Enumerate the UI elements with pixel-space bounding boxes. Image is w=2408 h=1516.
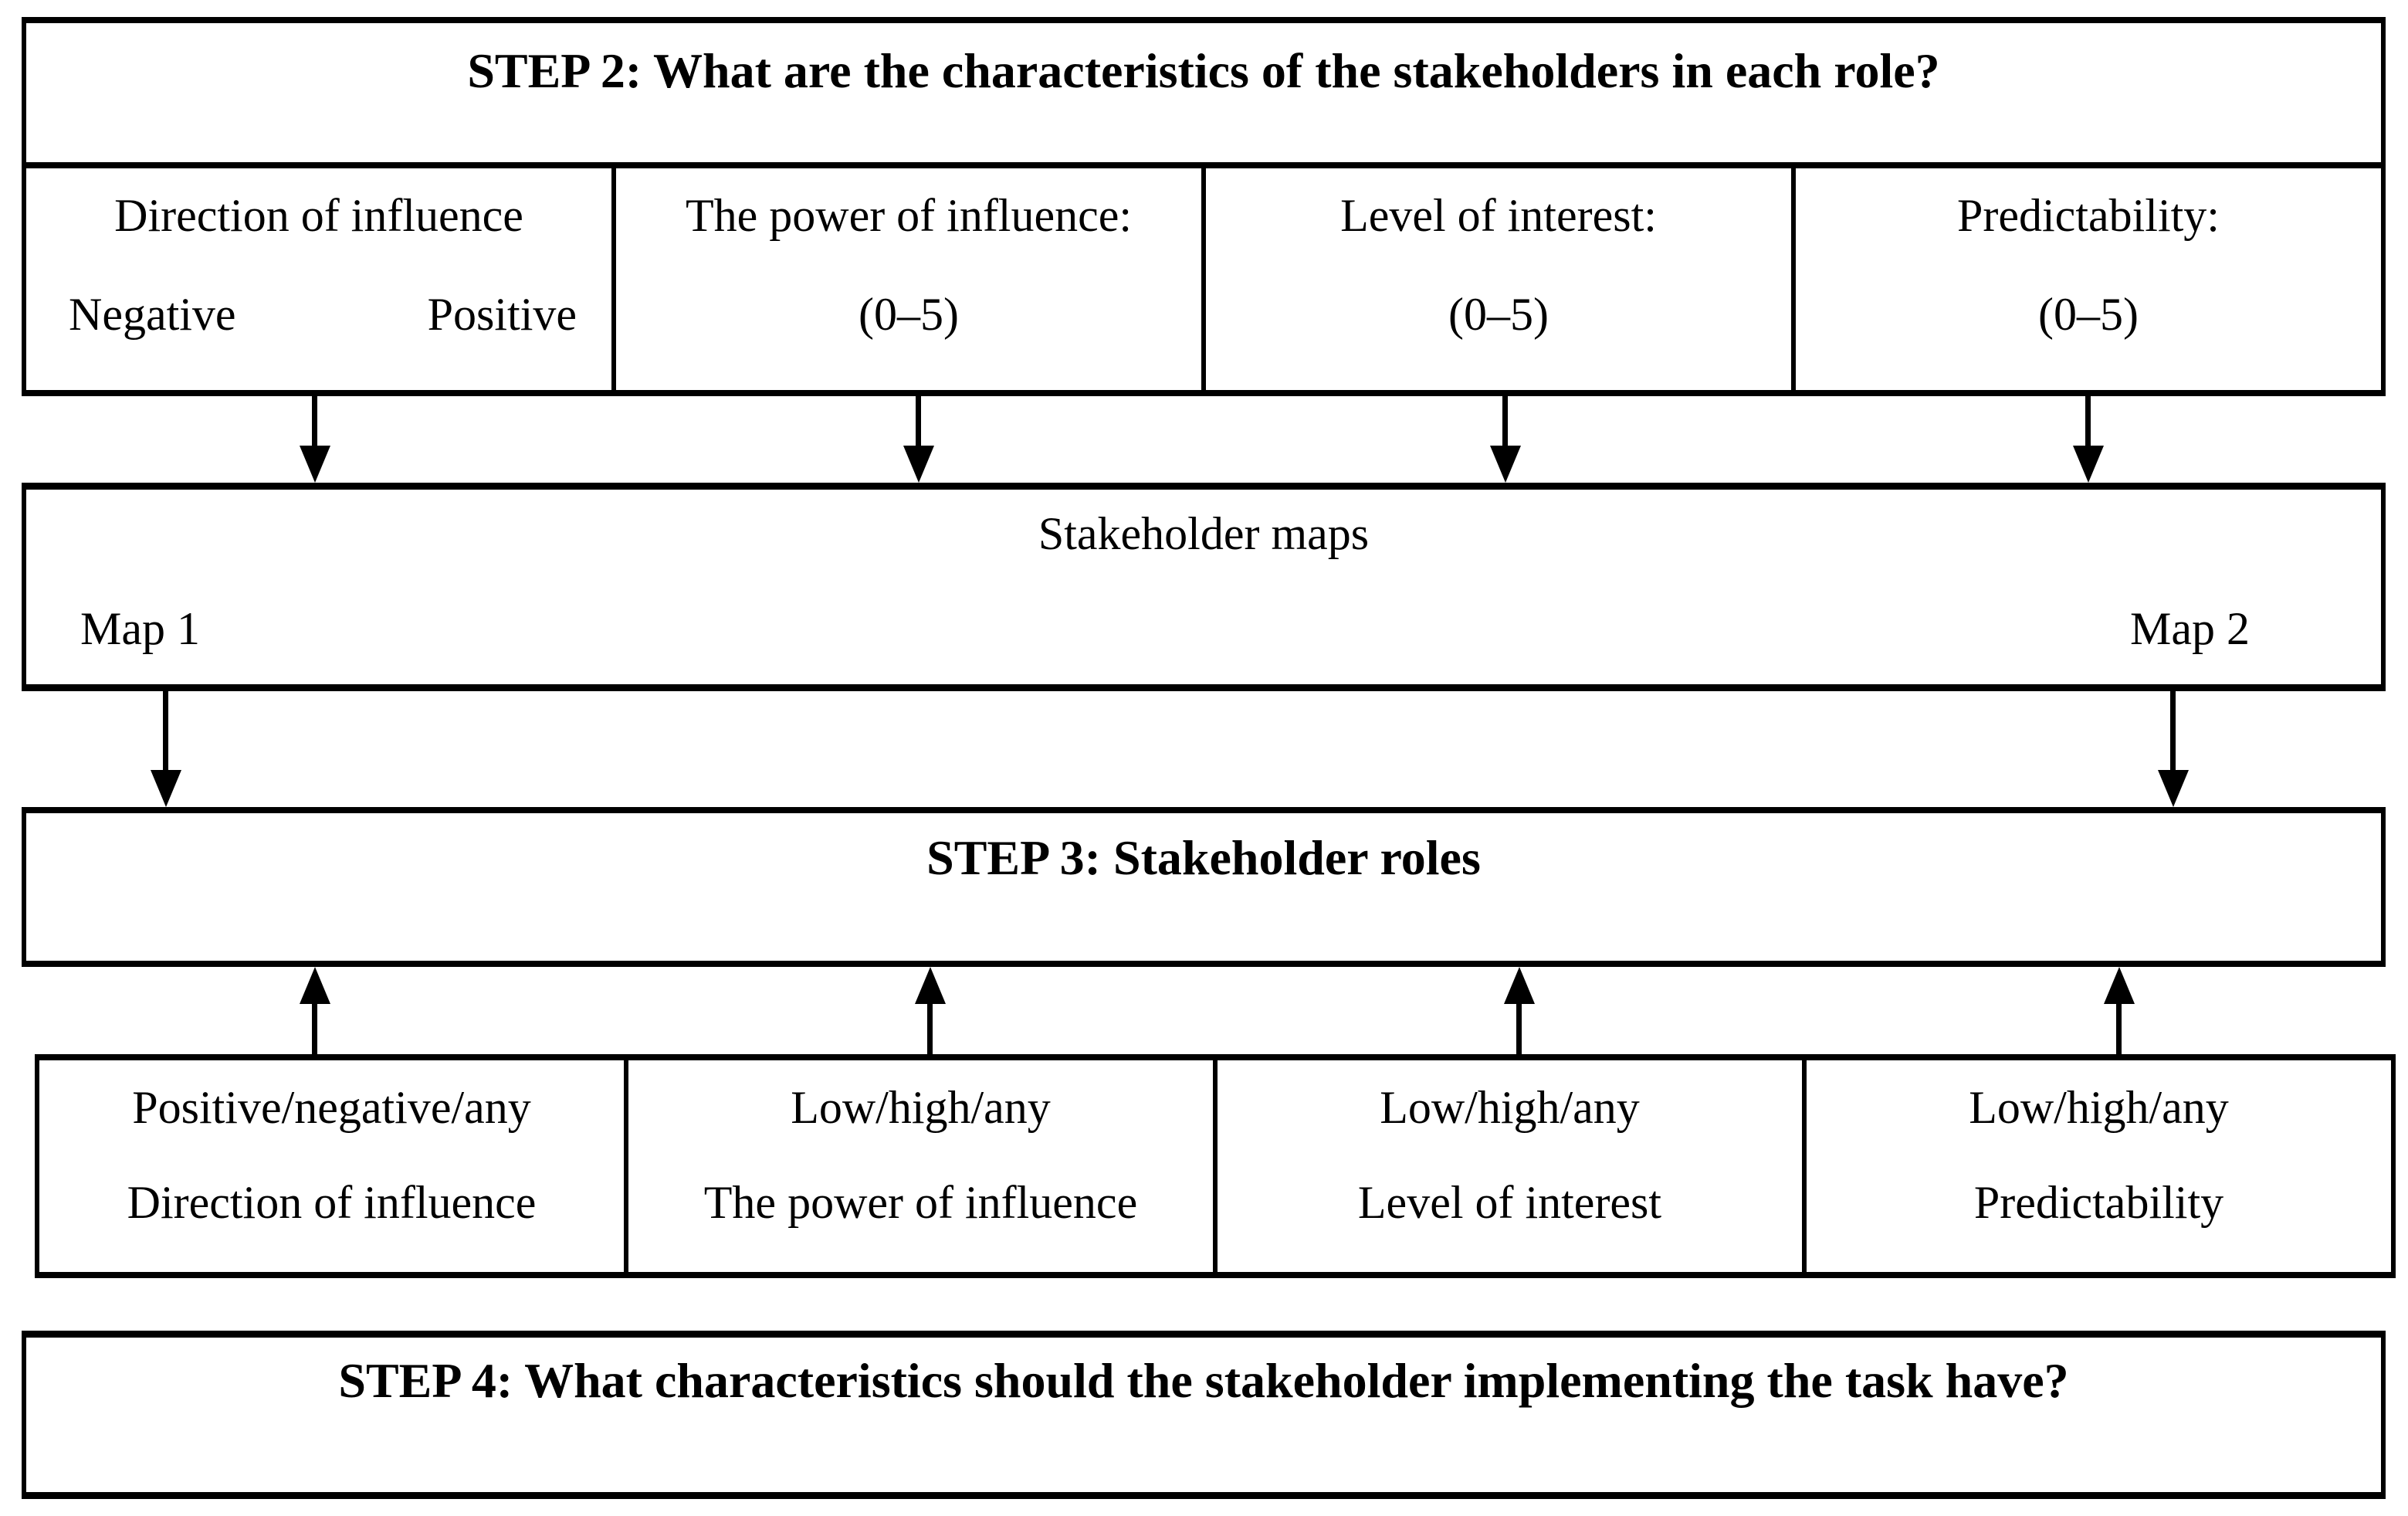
positive-label: Positive <box>427 289 577 340</box>
arrow-down-icon <box>151 691 181 807</box>
arrow-up-icon <box>300 967 330 1054</box>
characteristic-label: The power of influence: <box>685 190 1133 241</box>
criterion-attribute: Level of interest <box>1357 1177 1662 1228</box>
characteristic-label: Predictability: <box>1957 190 2220 241</box>
characteristic-level-of-interest: Level of interest: (0–5) <box>1206 168 1796 390</box>
arrow-head <box>300 967 330 1004</box>
characteristic-direction-of-influence: Direction of influence Negative Positive <box>26 168 616 390</box>
arrow-stem <box>927 1001 933 1054</box>
step3-panel: STEP 3: Stakeholder roles <box>22 807 2386 967</box>
characteristic-label: Direction of influence <box>114 190 523 241</box>
arrow-stem <box>2085 396 2091 449</box>
arrow-stem <box>312 1001 317 1054</box>
step2-title: STEP 2: What are the characteristics of … <box>26 23 2381 168</box>
arrow-up-icon <box>1504 967 1535 1054</box>
arrow-head <box>2073 446 2104 483</box>
arrow-down-icon <box>2073 396 2104 483</box>
role-criterion-interest: Low/high/any Level of interest <box>1218 1060 1807 1272</box>
arrow-head <box>1504 967 1535 1004</box>
arrow-head <box>2158 770 2189 807</box>
role-criterion-power: Low/high/any The power of influence <box>628 1060 1218 1272</box>
arrow-down-icon <box>300 396 330 483</box>
role-criterion-predictability: Low/high/any Predictability <box>1807 1060 2391 1272</box>
arrow-head <box>300 446 330 483</box>
characteristic-range: (0–5) <box>1448 289 1549 340</box>
characteristic-range: (0–5) <box>2038 289 2139 340</box>
arrow-head <box>1490 446 1521 483</box>
arrow-stem <box>1516 1001 1522 1054</box>
step3-title: STEP 3: Stakeholder roles <box>926 830 1481 885</box>
arrow-stem <box>916 396 921 449</box>
step2-panel: STEP 2: What are the characteristics of … <box>22 17 2386 396</box>
arrow-head <box>915 967 946 1004</box>
characteristic-predictability: Predictability: (0–5) <box>1796 168 2381 390</box>
arrow-down-icon <box>1490 396 1521 483</box>
criterion-options: Low/high/any <box>791 1082 1051 1133</box>
arrow-stem <box>1502 396 1508 449</box>
arrow-stem <box>312 396 317 449</box>
characteristic-range: (0–5) <box>859 289 959 340</box>
criterion-options: Positive/negative/any <box>132 1082 531 1133</box>
characteristic-power-of-influence: The power of influence: (0–5) <box>616 168 1206 390</box>
step2-characteristics-row: Direction of influence Negative Positive… <box>26 168 2381 390</box>
arrow-stem <box>2116 1001 2122 1054</box>
step4-title: STEP 4: What characteristics should the … <box>338 1353 2069 1408</box>
criterion-attribute: Predictability <box>1973 1177 2224 1228</box>
role-criterion-direction: Positive/negative/any Direction of influ… <box>39 1060 628 1272</box>
criterion-attribute: The power of influence <box>703 1177 1138 1228</box>
stakeholder-maps-panel: Stakeholder maps Map 1 Map 2 <box>22 483 2386 691</box>
arrow-down-icon <box>903 396 934 483</box>
criterion-attribute: Direction of influence <box>127 1177 537 1228</box>
negative-label: Negative <box>69 289 236 340</box>
arrow-head <box>151 770 181 807</box>
characteristic-label: Level of interest: <box>1340 190 1657 241</box>
arrow-head <box>903 446 934 483</box>
criterion-options: Low/high/any <box>1380 1082 1640 1133</box>
map1-label: Map 1 <box>80 603 200 654</box>
arrow-down-icon <box>2158 691 2189 807</box>
arrow-up-icon <box>915 967 946 1054</box>
stakeholder-maps-title: Stakeholder maps <box>1038 508 1370 559</box>
map2-label: Map 2 <box>2130 603 2250 654</box>
arrow-up-icon <box>2104 967 2135 1054</box>
role-criteria-row: Positive/negative/any Direction of influ… <box>35 1054 2396 1278</box>
arrow-stem <box>2170 691 2176 773</box>
arrow-head <box>2104 967 2135 1004</box>
criterion-options: Low/high/any <box>1969 1082 2229 1133</box>
direction-scale: Negative Positive <box>26 286 611 344</box>
step4-panel: STEP 4: What characteristics should the … <box>22 1331 2386 1499</box>
arrow-stem <box>163 691 168 773</box>
